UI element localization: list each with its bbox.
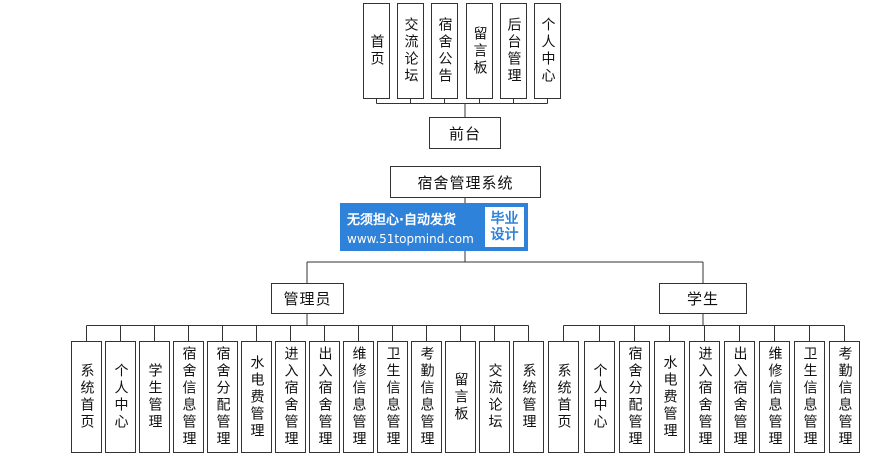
admin-child: 系统首页 xyxy=(71,341,102,453)
student-child: 水电费管理 xyxy=(654,341,685,453)
student-child: 卫生信息管理 xyxy=(794,341,825,453)
student-child: 系统首页 xyxy=(548,341,579,453)
frontend-child: 留言板 xyxy=(466,3,493,99)
student-child: 宿舍分配管理 xyxy=(619,341,650,453)
frontend-child: 首页 xyxy=(363,3,390,99)
frontend-node: 前台 xyxy=(429,117,501,149)
watermark-url: www.51topmind.com xyxy=(347,231,474,246)
student-label: 学生 xyxy=(686,290,719,308)
admin-child: 出入宿舍管理 xyxy=(309,341,340,453)
student-child: 考勤信息管理 xyxy=(829,341,860,453)
admin-child: 卫生信息管理 xyxy=(377,341,408,453)
frontend-child: 交流论坛 xyxy=(397,3,424,99)
watermark-badge: 无须担心·自动发货 www.51topmind.com 毕业 设计 xyxy=(340,203,528,251)
student-child: 进入宿舍管理 xyxy=(689,341,720,453)
admin-child: 维修信息管理 xyxy=(343,341,374,453)
admin-child: 考勤信息管理 xyxy=(411,341,442,453)
student-child: 个人中心 xyxy=(584,341,615,453)
admin-child: 进入宿舍管理 xyxy=(275,341,306,453)
frontend-label: 前台 xyxy=(448,124,481,143)
admin-node: 管理员 xyxy=(271,283,344,314)
frontend-child: 个人中心 xyxy=(534,3,561,99)
admin-child: 系统管理 xyxy=(513,341,544,453)
admin-label: 管理员 xyxy=(283,290,332,308)
student-child: 出入宿舍管理 xyxy=(724,341,755,453)
student-child: 维修信息管理 xyxy=(759,341,790,453)
watermark-slogan: 无须担心·自动发货 xyxy=(347,212,456,228)
watermark-tag-line1: 毕业 xyxy=(490,211,519,227)
root-label: 宿舍管理系统 xyxy=(417,173,514,192)
student-node: 学生 xyxy=(659,283,747,314)
watermark-text: 无须担心·自动发货 www.51topmind.com xyxy=(340,203,485,251)
admin-child: 留言板 xyxy=(445,341,476,453)
admin-child: 水电费管理 xyxy=(241,341,272,453)
frontend-child: 宿舍公告 xyxy=(431,3,458,99)
admin-child: 交流论坛 xyxy=(479,341,510,453)
admin-child: 学生管理 xyxy=(139,341,170,453)
admin-child: 宿舍分配管理 xyxy=(207,341,238,453)
watermark-tag: 毕业 设计 xyxy=(485,207,524,247)
admin-child: 个人中心 xyxy=(105,341,136,453)
watermark-tag-line2: 设计 xyxy=(490,227,519,243)
admin-child: 宿舍信息管理 xyxy=(173,341,204,453)
root-node: 宿舍管理系统 xyxy=(390,166,541,198)
frontend-child: 后台管理 xyxy=(500,3,527,99)
